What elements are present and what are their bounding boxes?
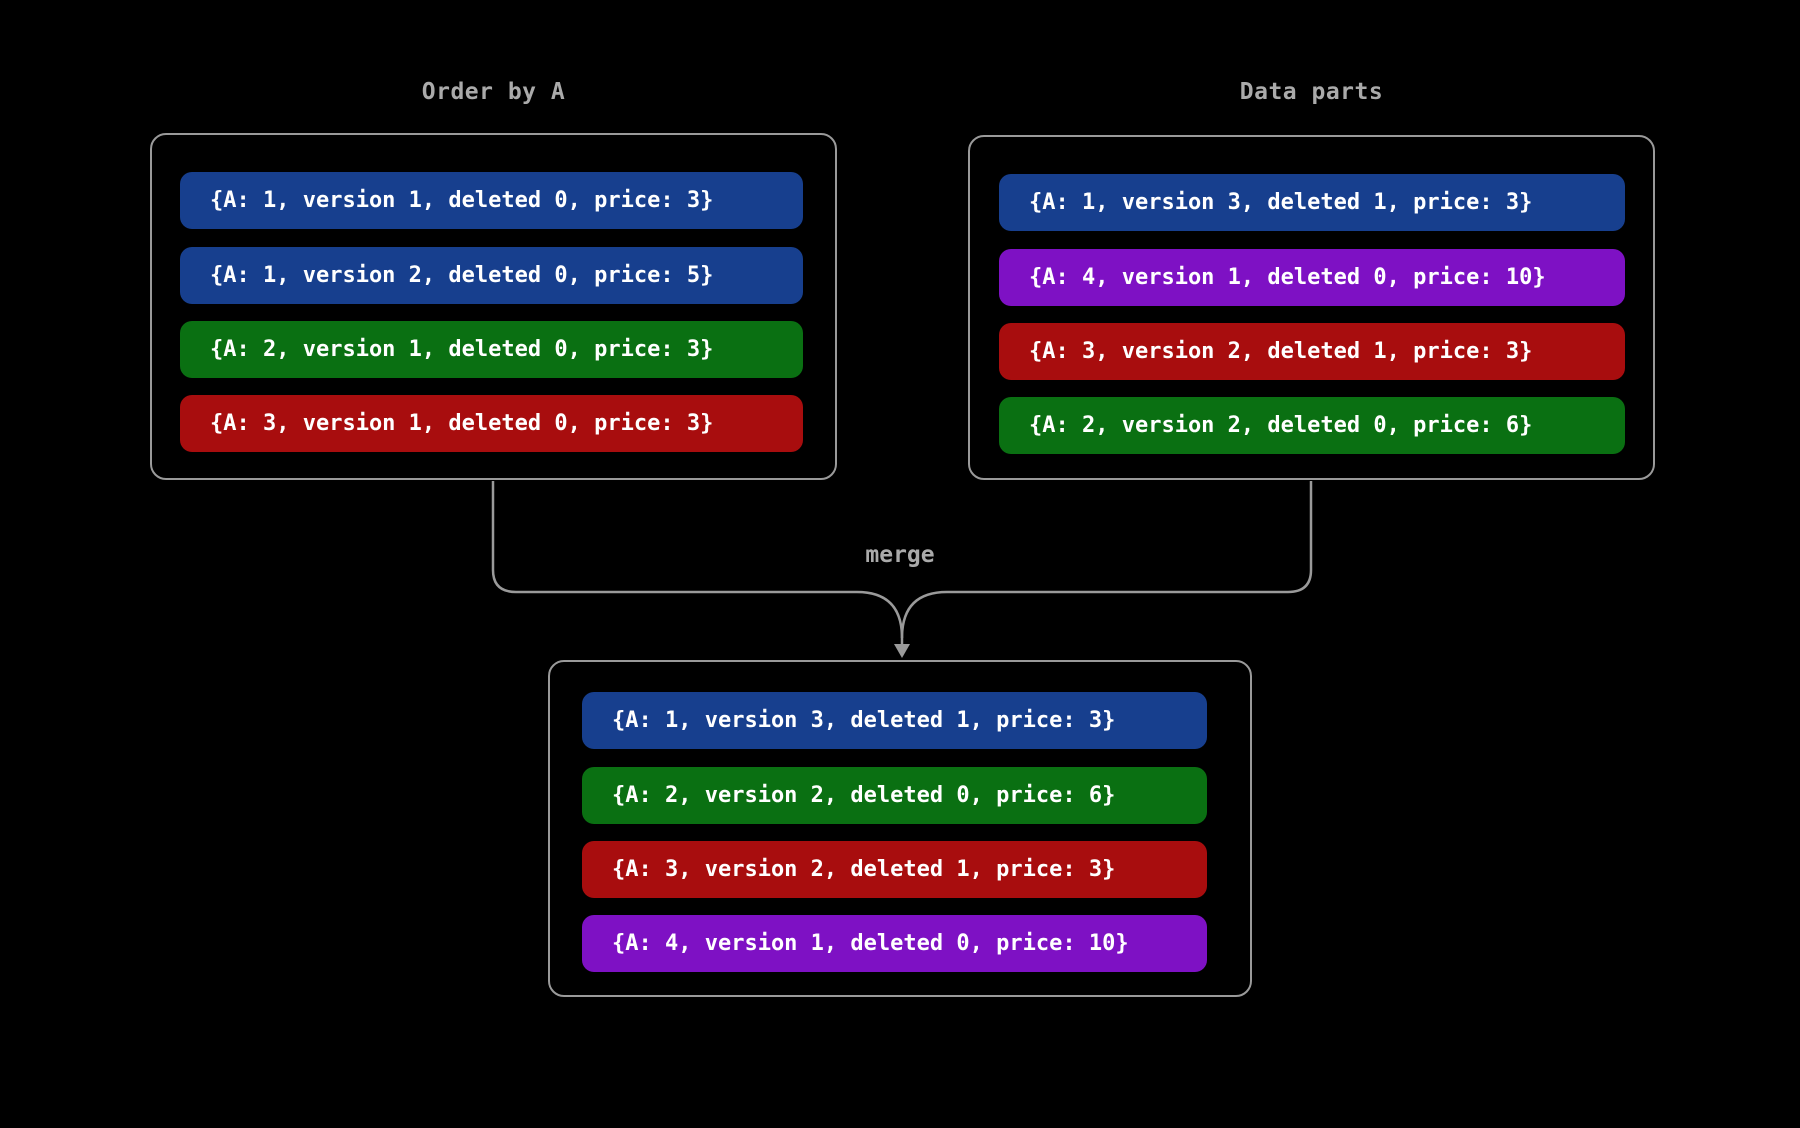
data-row: {A: 3, version 1, deleted 0, price: 3} — [180, 395, 803, 452]
merge-label: merge — [865, 542, 935, 568]
data-row: {A: 3, version 2, deleted 1, price: 3} — [999, 323, 1625, 380]
data-row: {A: 2, version 2, deleted 0, price: 6} — [999, 397, 1625, 454]
data-row: {A: 1, version 1, deleted 0, price: 3} — [180, 172, 803, 229]
data-row: {A: 1, version 3, deleted 1, price: 3} — [582, 692, 1207, 749]
data-parts-panel: {A: 1, version 3, deleted 1, price: 3} {… — [968, 135, 1655, 480]
data-row: {A: 2, version 1, deleted 0, price: 3} — [180, 321, 803, 378]
right-merge-line — [900, 481, 1313, 639]
data-row: {A: 1, version 3, deleted 1, price: 3} — [999, 174, 1625, 231]
data-row: {A: 4, version 1, deleted 0, price: 10} — [999, 249, 1625, 306]
left-merge-line — [491, 481, 904, 645]
merged-part-panel: {A: 1, version 3, deleted 1, price: 3} {… — [548, 660, 1252, 997]
data-row: {A: 3, version 2, deleted 1, price: 3} — [582, 841, 1207, 898]
right-panel-title: Data parts — [1239, 79, 1384, 105]
data-row: {A: 1, version 2, deleted 0, price: 5} — [180, 247, 803, 304]
arrow-down-icon — [894, 644, 910, 658]
order-by-a-panel: {A: 1, version 1, deleted 0, price: 3} {… — [150, 133, 837, 480]
data-row: {A: 4, version 1, deleted 0, price: 10} — [582, 915, 1207, 972]
left-panel-title: Order by A — [421, 79, 566, 105]
data-row: {A: 2, version 2, deleted 0, price: 6} — [582, 767, 1207, 824]
